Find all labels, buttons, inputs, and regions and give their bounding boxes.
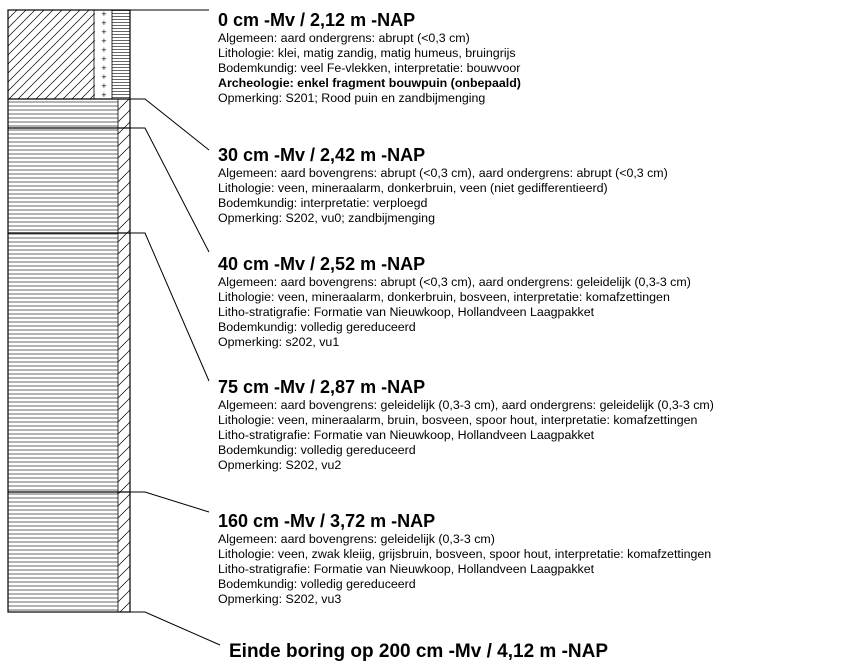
layer-line: Algemeen: aard ondergrens: abrupt (<0,3 … (218, 31, 470, 45)
layer-line: Litho-stratigrafie: Formatie van Nieuwko… (218, 562, 595, 577)
column-outline (7, 9, 131, 613)
layer-1-humus-fill (112, 10, 130, 99)
layer-line: Opmerking: S202, vu3 (218, 592, 342, 607)
leader-layer-3 (130, 127, 210, 253)
layer-line: Lithologie: veen, mineraalarm, donkerbru… (218, 290, 670, 305)
layer-line: Bodemkundig: volledig gereduceerd (218, 443, 416, 458)
layer-line: Algemeen: aard bovengrens: geleidelijk (… (218, 532, 495, 546)
layer-description: 40 cm -Mv / 2,52 m -NAP Algemeen: aard b… (218, 254, 863, 350)
layer-description: 0 cm -Mv / 2,12 m -NAP Algemeen: aard on… (218, 10, 863, 106)
layer-heading: 160 cm -Mv / 3,72 m -NAP (218, 511, 436, 531)
layer-line: Bodemkundig: volledig gereduceerd (218, 577, 416, 592)
layer-heading: 40 cm -Mv / 2,52 m -NAP (218, 254, 426, 274)
layer-line: Opmerking: S201; Rood puin en zandbijmen… (218, 91, 486, 106)
leader-end (130, 611, 221, 646)
layer-line: Algemeen: aard bovengrens: abrupt (<0,3 … (218, 275, 691, 289)
layer-line: Lithologie: klei, matig zandig, matig hu… (218, 46, 516, 61)
layer-line: Lithologie: veen, mineraalarm, donkerbru… (218, 181, 608, 196)
leader-layer-2 (130, 98, 210, 151)
layer-line: Opmerking: s202, vu1 (218, 335, 340, 350)
layer-1-clay-fill (8, 10, 94, 99)
layer-heading: 30 cm -Mv / 2,42 m -NAP (218, 145, 426, 165)
layer-line: Litho-stratigrafie: Formatie van Nieuwko… (218, 428, 595, 443)
layer-heading: 75 cm -Mv / 2,87 m -NAP (218, 377, 426, 397)
layer-line: Algemeen: aard bovengrens: geleidelijk (… (218, 398, 714, 412)
leader-layer-5 (130, 491, 210, 513)
layer-description: 30 cm -Mv / 2,42 m -NAP Algemeen: aard b… (218, 145, 863, 226)
end-of-boring-label: Einde boring op 200 cm -Mv / 4,12 m -NAP (229, 641, 609, 662)
layer-1-sand-fill (94, 10, 112, 99)
layer-heading: 0 cm -Mv / 2,12 m -NAP (218, 10, 416, 30)
layer-line: Litho-stratigrafie: Formatie van Nieuwko… (218, 305, 595, 320)
layer-line: Lithologie: veen, mineraalarm, bruin, bo… (218, 413, 698, 428)
peat-fill (8, 99, 118, 612)
layer-line: Opmerking: S202, vu0; zandbijmenging (218, 211, 435, 226)
layer-line: Bodemkundig: volledig gereduceerd (218, 320, 416, 335)
leader-layer-4 (130, 232, 210, 382)
layer-line: Opmerking: S202, vu2 (218, 458, 342, 473)
layer-line: Algemeen: aard bovengrens: abrupt (<0,3 … (218, 166, 668, 180)
layer-line: Bodemkundig: interpretatie: verploegd (218, 196, 428, 211)
layer-description: 160 cm -Mv / 3,72 m -NAP Algemeen: aard … (218, 511, 863, 607)
layer-line: Bodemkundig: veel Fe-vlekken, interpreta… (218, 61, 521, 76)
layer-line-archeology: Archeologie: enkel fragment bouwpuin (on… (218, 76, 521, 91)
layer-line: Lithologie: veen, zwak kleiig, grijsbrui… (218, 547, 712, 562)
layer-description: 75 cm -Mv / 2,87 m -NAP Algemeen: aard b… (218, 377, 863, 473)
wood-fill (118, 99, 130, 612)
